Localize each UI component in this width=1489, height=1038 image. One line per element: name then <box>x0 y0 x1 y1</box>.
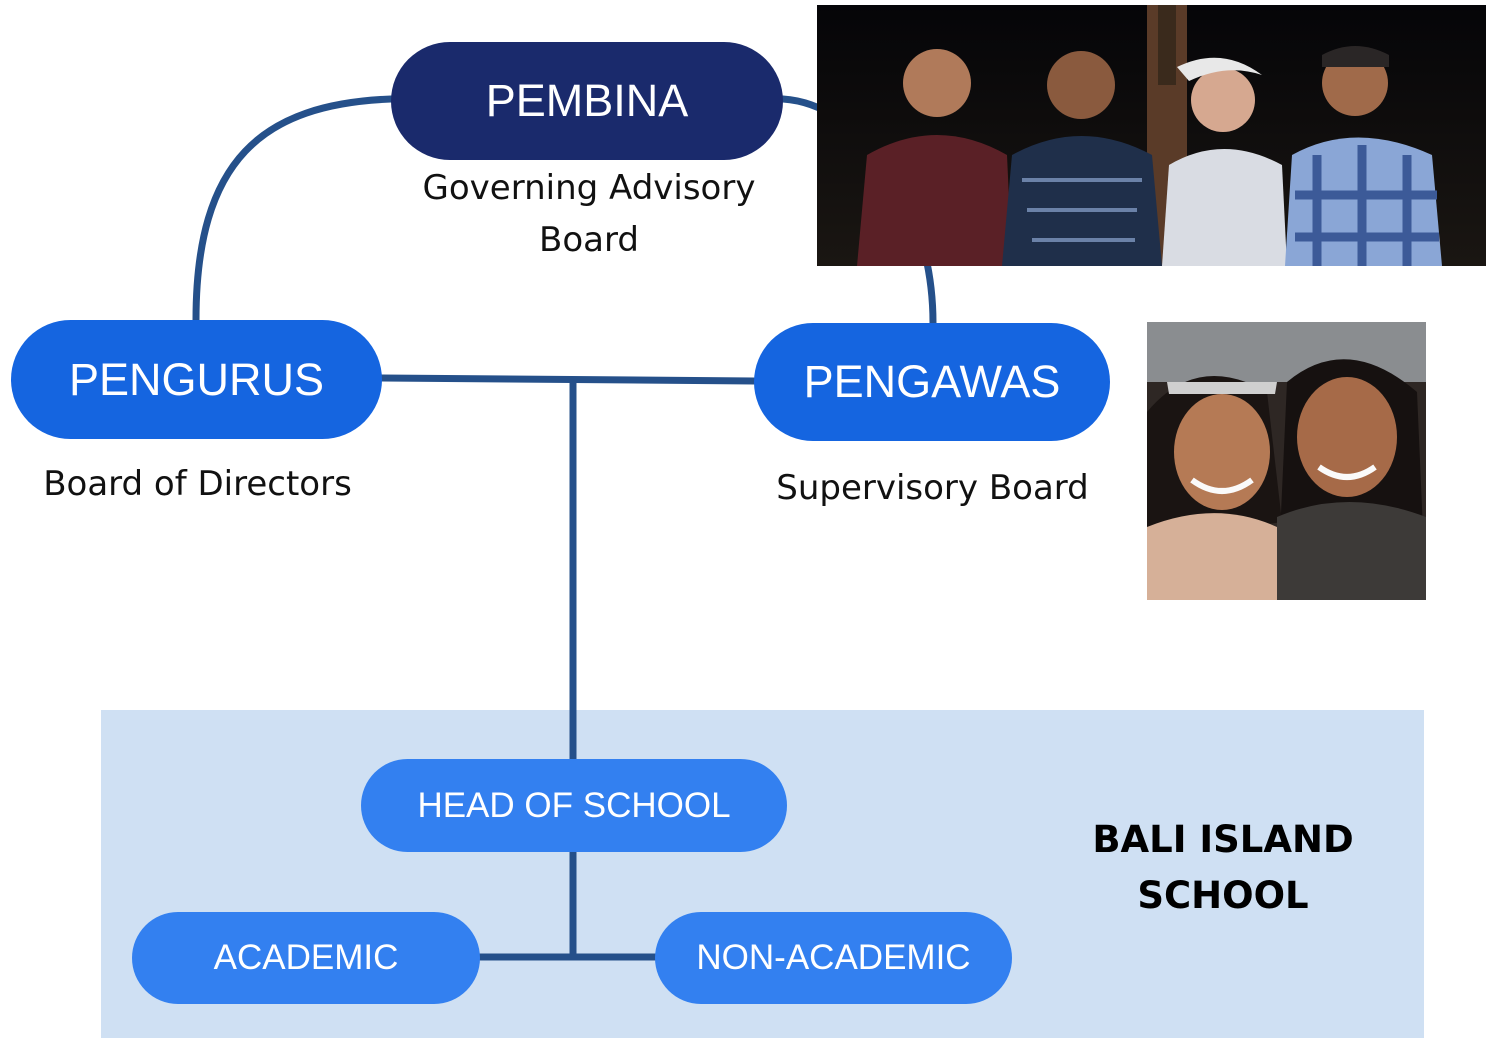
academic-label: ACADEMIC <box>213 938 399 977</box>
pengurus-node: PENGURUS <box>11 320 382 439</box>
head-of-school-node: HEAD OF SCHOOL <box>361 759 787 852</box>
supervisory-board-photo <box>1147 322 1426 600</box>
connector-board-row <box>378 374 758 385</box>
governing-board-photo <box>817 5 1486 266</box>
head-of-school-label: HEAD OF SCHOOL <box>417 785 731 825</box>
non-academic-label: NON-ACADEMIC <box>696 938 971 977</box>
pembina-caption: Governing Advisory Board <box>422 168 756 260</box>
pengurus-label: PENGURUS <box>68 353 325 405</box>
pengawas-label: PENGAWAS <box>803 356 1061 407</box>
pembina-node: PEMBINA <box>391 42 783 160</box>
pengawas-caption: Supervisory Board <box>776 468 1089 508</box>
pembina-label: PEMBINA <box>485 75 689 126</box>
non-academic-node: NON-ACADEMIC <box>655 912 1012 1004</box>
pengawas-node: PENGAWAS <box>754 323 1110 441</box>
pengurus-caption: Board of Directors <box>43 464 352 504</box>
academic-node: ACADEMIC <box>132 912 480 1004</box>
school-name: BALI ISLAND SCHOOL <box>1092 818 1354 917</box>
connector-pembina-pengurus <box>192 95 395 324</box>
